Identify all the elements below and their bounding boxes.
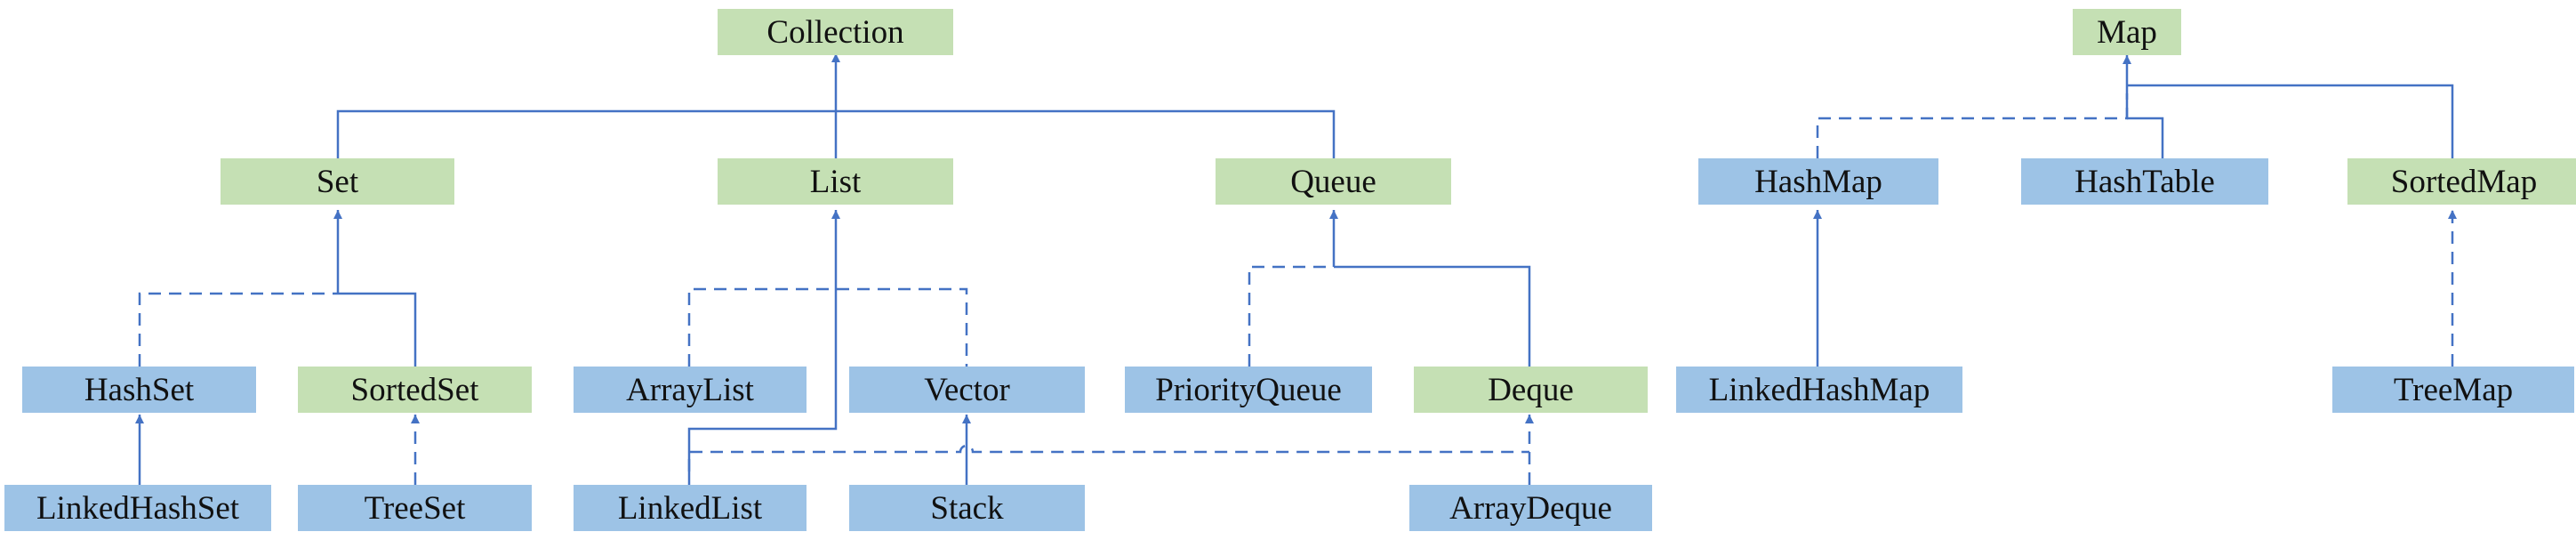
node-set: Set <box>221 158 454 205</box>
node-stack: Stack <box>849 485 1085 531</box>
node-hashtable: HashTable <box>2021 158 2268 205</box>
edge-sortedset-set <box>338 292 417 367</box>
node-sortedset: SortedSet <box>298 367 532 413</box>
node-vector: Vector <box>849 367 1085 413</box>
node-sortedmap: SortedMap <box>2347 158 2576 205</box>
edge-hashmap-map <box>1816 93 2129 158</box>
node-treeset: TreeSet <box>298 485 532 531</box>
edge-hashtable-map <box>2127 117 2164 158</box>
node-priorityqueue: PriorityQueue <box>1125 367 1372 413</box>
edge-hashset-set <box>138 292 338 367</box>
edge-linkedlist-deque <box>687 444 1529 471</box>
edge-sortedmap-map <box>2127 84 2454 158</box>
edge-linkedlist-list <box>687 210 840 485</box>
node-hashset: HashSet <box>22 367 256 413</box>
node-deque: Deque <box>1414 367 1648 413</box>
node-linkedlist: LinkedList <box>574 485 807 531</box>
node-map: Map <box>2073 9 2181 55</box>
edge-arraylist-vector-list <box>687 287 968 367</box>
node-linkedhashset: LinkedHashSet <box>4 485 271 531</box>
node-arraylist: ArrayList <box>574 367 807 413</box>
node-list: List <box>718 158 953 205</box>
node-hashmap: HashMap <box>1698 158 1938 205</box>
edge-deque-queue <box>1334 265 1531 367</box>
node-collection: Collection <box>718 9 953 55</box>
node-queue: Queue <box>1216 158 1451 205</box>
node-arraydeque: ArrayDeque <box>1409 485 1652 531</box>
edge-priorityqueue-queue <box>1248 265 1334 367</box>
node-treemap: TreeMap <box>2332 367 2574 413</box>
node-linkedhashmap: LinkedHashMap <box>1676 367 1962 413</box>
